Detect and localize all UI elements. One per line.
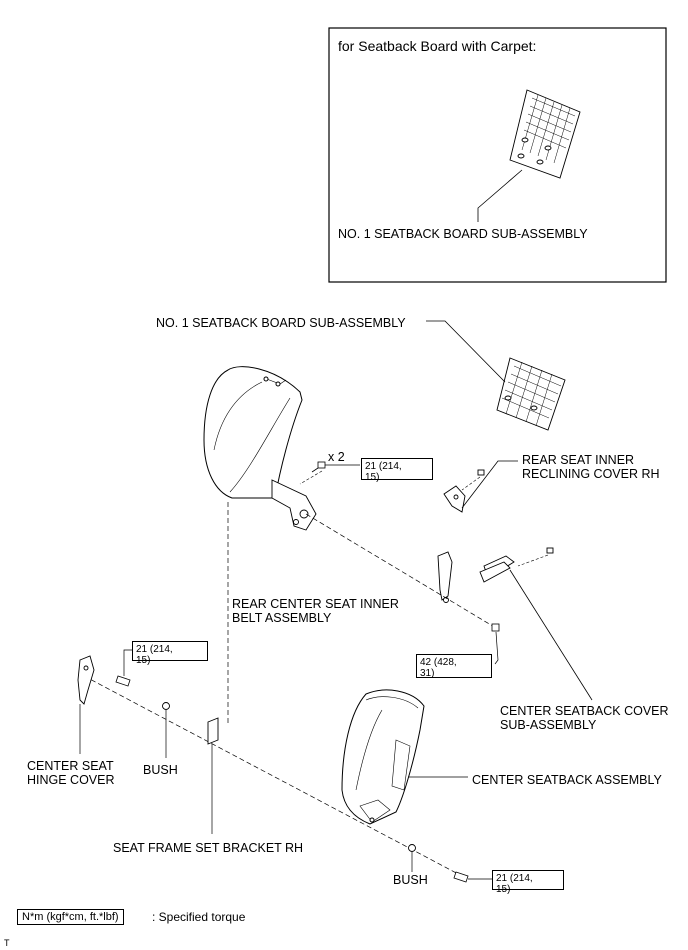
- inset-title: for Seatback Board with Carpet:: [338, 38, 537, 54]
- frame-bracket: [207, 717, 219, 745]
- legend-desc: : Specified torque: [152, 910, 246, 924]
- torque-box-1: 21 (214, 15): [361, 458, 433, 483]
- seatback-cover: [479, 547, 554, 583]
- bolt-right: [453, 871, 469, 883]
- seatback-upper: [203, 366, 303, 499]
- label-seatback-cover: CENTER SEATBACK COVER SUB-ASSEMBLY: [500, 704, 669, 732]
- label-belt-assembly: REAR CENTER SEAT INNER BELT ASSEMBLY: [232, 597, 399, 625]
- hinge-cover: [77, 655, 95, 705]
- bush-2: [408, 844, 416, 852]
- seatback-board: [496, 357, 566, 431]
- center-seatback: [341, 689, 425, 825]
- torque-box-3: 21 (214, 15): [132, 641, 208, 666]
- label-reclining-cover: REAR SEAT INNER RECLINING COVER RH: [522, 453, 660, 481]
- legend-unit: N*m (kgf*cm, ft.*lbf): [17, 909, 124, 925]
- torque-box-4: 21 (214, 15): [492, 870, 564, 895]
- torque-box-2: 42 (428, 31): [416, 654, 492, 679]
- inset-frame: [328, 27, 667, 283]
- label-bush-1: BUSH: [143, 763, 178, 777]
- hinge-bracket: [271, 479, 317, 531]
- bolt-x2: [311, 461, 326, 473]
- belt-assembly: [437, 551, 453, 603]
- label-multiplier: x 2: [328, 450, 345, 464]
- label-hinge-cover: CENTER SEAT HINGE COVER: [27, 759, 115, 787]
- bush-1: [162, 702, 170, 710]
- inset-seatback-board: [509, 89, 581, 179]
- label-bush-2: BUSH: [393, 873, 428, 887]
- bolt-left: [115, 675, 131, 687]
- label-seatback-assembly: CENTER SEATBACK ASSEMBLY: [472, 773, 662, 787]
- corner-mark: T: [4, 938, 10, 948]
- reclining-cover: [443, 469, 485, 513]
- label-seatback-board: NO. 1 SEATBACK BOARD SUB-ASSEMBLY: [156, 316, 406, 330]
- bolt-42: [491, 623, 500, 632]
- inset-part-label: NO. 1 SEATBACK BOARD SUB-ASSEMBLY: [338, 227, 588, 241]
- label-frame-bracket: SEAT FRAME SET BRACKET RH: [113, 841, 304, 855]
